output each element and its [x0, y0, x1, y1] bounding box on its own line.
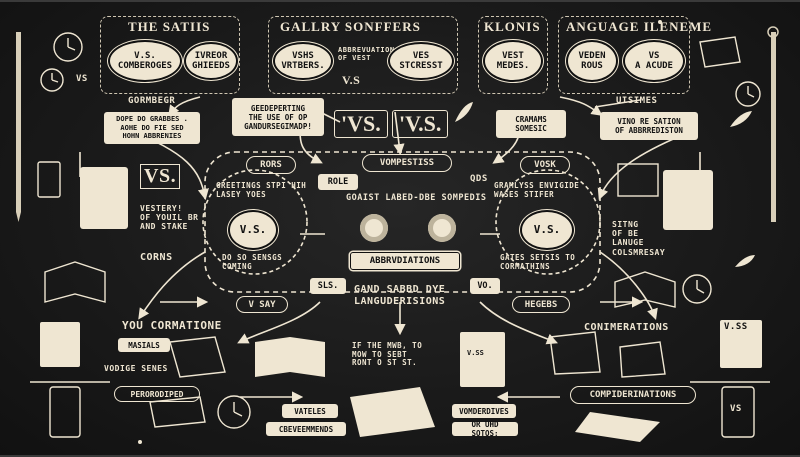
note-box: VINO RE SATION OF ABBRREDISTON: [600, 112, 698, 140]
label-pill: V SAY: [236, 296, 288, 313]
label-pill: VOSK: [520, 156, 570, 174]
center-note: IF THE MWB, TO MOW TO SEBT RONT O ST ST.: [352, 341, 423, 368]
top-panel-2: [268, 16, 458, 94]
clock-icon: [53, 32, 83, 62]
label-box: SLS.: [310, 278, 346, 294]
speech-bubble: VSHS VRTBERS.: [275, 44, 331, 78]
vs-circle-right: V.S.: [522, 212, 572, 248]
speech-bubble: V.S. COMBEROGES: [110, 42, 180, 80]
top-panel-4: [558, 16, 690, 94]
label-pill: COMPIDERINATIONS: [570, 386, 696, 404]
label-box: VOMDERDIVES: [452, 404, 516, 418]
speech-bubble: VEST MEDES.: [485, 42, 541, 80]
clock-icon: [40, 68, 64, 92]
clock-icon: [735, 81, 761, 107]
label-pill: HEGEBS: [512, 296, 570, 313]
label-box: ROLE: [318, 174, 358, 190]
label-pill: RORS: [246, 156, 296, 174]
clock-icon: [682, 274, 712, 304]
label-box: OR UHD SOTOS:: [452, 420, 518, 438]
speech-bubble: VES STCRESST: [390, 44, 452, 78]
coin-icon: [360, 214, 388, 242]
speech-bubble: IVREOR GHIEEDS: [186, 44, 236, 78]
speech-bubble: VS A ACUDE: [625, 42, 683, 80]
card-vs: V.SS: [724, 322, 748, 332]
clock-icon: [217, 395, 251, 429]
gormbegr-label: GORMBEGR: [128, 96, 176, 106]
abbreviations-box: ABBRVDIATIONS: [350, 252, 460, 270]
vs-sign: 'V.S.: [392, 110, 449, 138]
note-box: GEEDEPERTING THE USE OF OP GANDURSEGIMAD…: [232, 98, 324, 136]
hub-note: GREETINGS STPI HIH LASEY YOES: [216, 181, 307, 199]
label-box: MASIALS: [118, 338, 170, 352]
bottom-title-right: CONIMERATIONS: [584, 322, 669, 333]
note-box: DOPE DO GRABBES . AOHE DO FIE SED HOHN A…: [104, 112, 200, 144]
label-pill: PERORODIPED: [114, 386, 200, 402]
vs-circle-left: V.S.: [230, 212, 276, 248]
cup-vs: VS: [730, 404, 742, 414]
label-box: CBEVEEMMENDS: [266, 422, 346, 436]
top-panel-3-title: KLONIS: [484, 19, 541, 34]
note-box: CRAMAMS SOMESIC: [496, 110, 566, 138]
label-box: VO.: [470, 278, 500, 294]
vs-badge: VS: [76, 74, 88, 84]
top-panel-2-title: GALLRY SONFFERS: [280, 19, 421, 34]
speech-bubble: VEDEN ROUS: [568, 42, 616, 80]
top-panel-3: [478, 16, 548, 94]
label-box: VATELES: [282, 404, 338, 418]
bottom-title-left: YOU CORMATIONE: [122, 319, 222, 332]
top-panel-1-title: THE SATIIS: [128, 19, 211, 34]
panel-note: ABBREVUATION OF VEST: [338, 46, 395, 63]
usimes-label: UISIMES: [616, 96, 658, 106]
coin-icon: [428, 214, 456, 242]
hub-subtitle: GAND SABBD DYE LANGUDERISIONS: [354, 284, 446, 307]
side-note: SITNG OF BE LANUGE COLSMRESAY: [612, 220, 666, 257]
corns-label: CORNS: [140, 252, 173, 263]
hub-main-label: GOAIST LABED-DBE SOMPEDIS: [346, 193, 487, 203]
hub-note: DO SO SENSGS COMING: [222, 253, 283, 271]
board-vs: VS.: [140, 164, 181, 189]
label-pill: VOMPESTISS: [362, 154, 452, 172]
hub-note: GATES SETSIS TO CORMATHINS: [500, 253, 576, 271]
qds-label: QDS: [470, 174, 488, 184]
bottom-label: VODIGE SENES: [104, 364, 168, 373]
side-note: VESTERY! OF YOUIL BR AND STAKE: [140, 204, 199, 232]
vs-sign: 'VS.: [334, 110, 388, 138]
vss-card-label: V.SS: [467, 349, 484, 357]
top-panel-1: [100, 16, 240, 94]
top-panel-4-title: ANGUAGE ILENEME: [566, 19, 713, 34]
hub-note: GRAMLYSS ENVIGIDE WASES STIFER: [494, 181, 580, 199]
panel-vs: V.S: [342, 73, 361, 87]
